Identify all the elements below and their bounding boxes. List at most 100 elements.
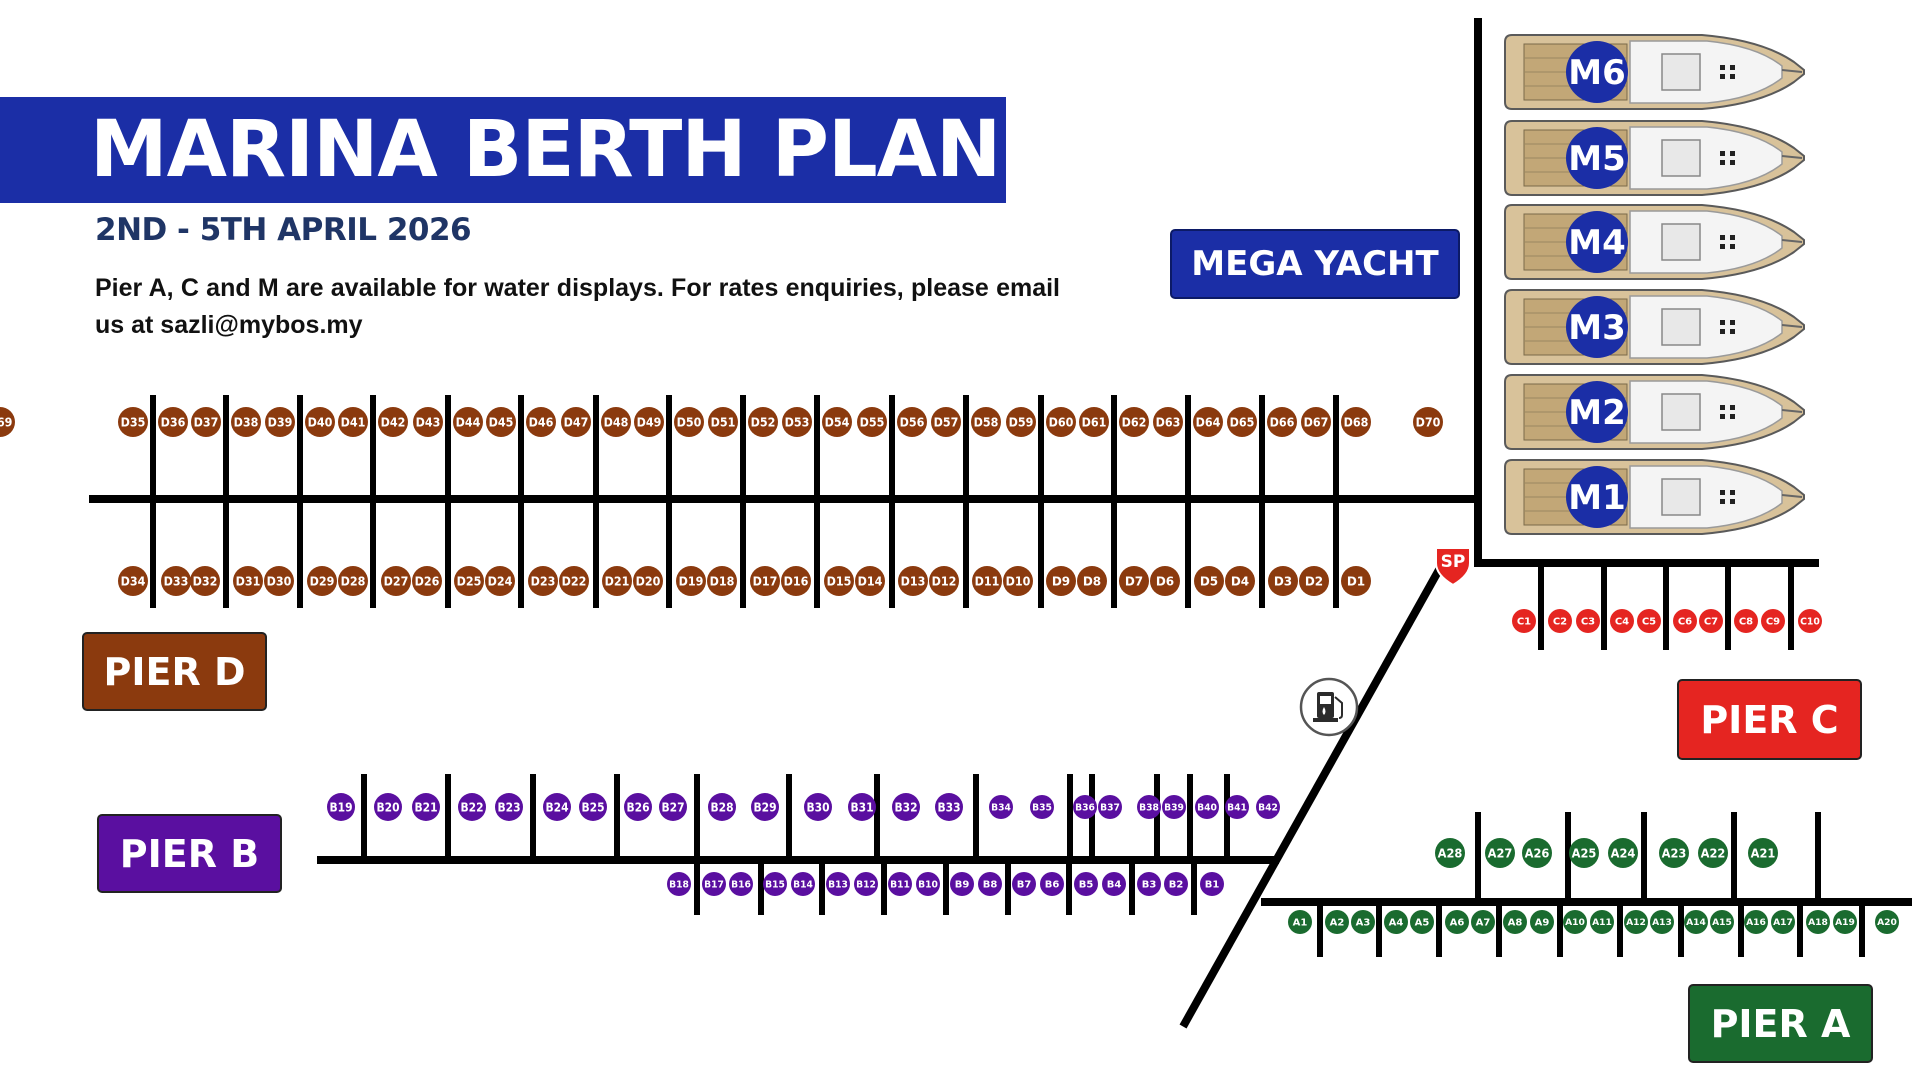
berth-b20[interactable]: B20 bbox=[374, 793, 402, 821]
berth-b41[interactable]: B41 bbox=[1225, 795, 1249, 819]
berth-d67[interactable]: D67 bbox=[1301, 407, 1331, 437]
pier-b-label[interactable]: PIER B bbox=[97, 814, 282, 893]
berth-b31[interactable]: B31 bbox=[848, 793, 876, 821]
berth-b9[interactable]: B9 bbox=[950, 872, 974, 896]
berth-d1[interactable]: D1 bbox=[1341, 566, 1371, 596]
berth-d70[interactable]: D70 bbox=[1413, 407, 1443, 437]
berth-a2[interactable]: A2 bbox=[1325, 910, 1349, 934]
berth-d25[interactable]: D25 bbox=[454, 566, 484, 596]
berth-b33[interactable]: B33 bbox=[935, 793, 963, 821]
berth-b3[interactable]: B3 bbox=[1137, 872, 1161, 896]
berth-d15[interactable]: D15 bbox=[824, 566, 854, 596]
berth-d63[interactable]: D63 bbox=[1153, 407, 1183, 437]
berth-d35[interactable]: D35 bbox=[118, 407, 148, 437]
berth-b12[interactable]: B12 bbox=[854, 872, 878, 896]
berth-b18[interactable]: B18 bbox=[667, 872, 691, 896]
berth-d42[interactable]: D42 bbox=[378, 407, 408, 437]
berth-d61[interactable]: D61 bbox=[1079, 407, 1109, 437]
berth-d11[interactable]: D11 bbox=[972, 566, 1002, 596]
berth-d34[interactable]: D34 bbox=[118, 566, 148, 596]
berth-d41[interactable]: D41 bbox=[338, 407, 368, 437]
mega-yacht-berth-m4[interactable]: M4 bbox=[1504, 204, 1805, 280]
berth-b1[interactable]: B1 bbox=[1200, 872, 1224, 896]
berth-c9[interactable]: C9 bbox=[1761, 609, 1785, 633]
berth-d59[interactable]: D59 bbox=[1006, 407, 1036, 437]
berth-b4[interactable]: B4 bbox=[1102, 872, 1126, 896]
berth-a16[interactable]: A16 bbox=[1744, 910, 1768, 934]
berth-a1[interactable]: A1 bbox=[1288, 910, 1312, 934]
berth-b16[interactable]: B16 bbox=[729, 872, 753, 896]
berth-d68[interactable]: D68 bbox=[1341, 407, 1371, 437]
mega-yacht-berth-m3[interactable]: M3 bbox=[1504, 289, 1805, 365]
berth-d60[interactable]: D60 bbox=[1046, 407, 1076, 437]
berth-d33[interactable]: D33 bbox=[161, 566, 191, 596]
berth-d14[interactable]: D14 bbox=[855, 566, 885, 596]
berth-d39[interactable]: D39 bbox=[265, 407, 295, 437]
berth-c7[interactable]: C7 bbox=[1699, 609, 1723, 633]
berth-a13[interactable]: A13 bbox=[1650, 910, 1674, 934]
berth-d58[interactable]: D58 bbox=[971, 407, 1001, 437]
berth-a12[interactable]: A12 bbox=[1624, 910, 1648, 934]
berth-d7[interactable]: D7 bbox=[1119, 566, 1149, 596]
berth-d3[interactable]: D3 bbox=[1268, 566, 1298, 596]
berth-d24[interactable]: D24 bbox=[485, 566, 515, 596]
berth-a5[interactable]: A5 bbox=[1410, 910, 1434, 934]
mega-yacht-berth-m1[interactable]: M1 bbox=[1504, 459, 1805, 535]
berth-a20[interactable]: A20 bbox=[1875, 910, 1899, 934]
mega-yacht-label[interactable]: MEGA YACHT bbox=[1170, 229, 1460, 299]
berth-c8[interactable]: C8 bbox=[1734, 609, 1758, 633]
berth-d26[interactable]: D26 bbox=[412, 566, 442, 596]
berth-b34[interactable]: B34 bbox=[989, 795, 1013, 819]
berth-b37[interactable]: B37 bbox=[1098, 795, 1122, 819]
berth-b8[interactable]: B8 bbox=[978, 872, 1002, 896]
berth-b21[interactable]: B21 bbox=[412, 793, 440, 821]
berth-b14[interactable]: B14 bbox=[791, 872, 815, 896]
berth-a7[interactable]: A7 bbox=[1471, 910, 1495, 934]
berth-b7[interactable]: B7 bbox=[1012, 872, 1036, 896]
berth-a21[interactable]: A21 bbox=[1748, 838, 1778, 868]
berth-d57[interactable]: D57 bbox=[931, 407, 961, 437]
berth-a22[interactable]: A22 bbox=[1698, 838, 1728, 868]
berth-d47[interactable]: D47 bbox=[561, 407, 591, 437]
berth-a25[interactable]: A25 bbox=[1569, 838, 1599, 868]
berth-b26[interactable]: B26 bbox=[624, 793, 652, 821]
berth-b42[interactable]: B42 bbox=[1256, 795, 1280, 819]
berth-a3[interactable]: A3 bbox=[1351, 910, 1375, 934]
berth-d51[interactable]: D51 bbox=[708, 407, 738, 437]
berth-d5[interactable]: D5 bbox=[1194, 566, 1224, 596]
berth-c3[interactable]: C3 bbox=[1576, 609, 1600, 633]
berth-b5[interactable]: B5 bbox=[1074, 872, 1098, 896]
berth-b35[interactable]: B35 bbox=[1030, 795, 1054, 819]
berth-c1[interactable]: C1 bbox=[1512, 609, 1536, 633]
berth-d6[interactable]: D6 bbox=[1150, 566, 1180, 596]
berth-d50[interactable]: D50 bbox=[674, 407, 704, 437]
mega-yacht-berth-m2[interactable]: M2 bbox=[1504, 374, 1805, 450]
berth-d16[interactable]: D16 bbox=[781, 566, 811, 596]
berth-b2[interactable]: B2 bbox=[1164, 872, 1188, 896]
berth-d4[interactable]: D4 bbox=[1225, 566, 1255, 596]
berth-b11[interactable]: B11 bbox=[888, 872, 912, 896]
berth-d45[interactable]: D45 bbox=[486, 407, 516, 437]
berth-b29[interactable]: B29 bbox=[751, 793, 779, 821]
berth-a17[interactable]: A17 bbox=[1771, 910, 1795, 934]
berth-d65[interactable]: D65 bbox=[1227, 407, 1257, 437]
berth-c10[interactable]: C10 bbox=[1798, 609, 1822, 633]
berth-d22[interactable]: D22 bbox=[559, 566, 589, 596]
berth-d28[interactable]: D28 bbox=[338, 566, 368, 596]
berth-d55[interactable]: D55 bbox=[857, 407, 887, 437]
berth-a28[interactable]: A28 bbox=[1435, 838, 1465, 868]
berth-b13[interactable]: B13 bbox=[826, 872, 850, 896]
berth-d13[interactable]: D13 bbox=[898, 566, 928, 596]
pier-a-label[interactable]: PIER A bbox=[1688, 984, 1873, 1063]
berth-c2[interactable]: C2 bbox=[1548, 609, 1572, 633]
berth-d53[interactable]: D53 bbox=[782, 407, 812, 437]
berth-d56[interactable]: D56 bbox=[897, 407, 927, 437]
berth-a6[interactable]: A6 bbox=[1445, 910, 1469, 934]
berth-a23[interactable]: A23 bbox=[1659, 838, 1689, 868]
berth-d21[interactable]: D21 bbox=[602, 566, 632, 596]
berth-a10[interactable]: A10 bbox=[1563, 910, 1587, 934]
service-point-marker[interactable]: SP bbox=[1435, 547, 1471, 587]
berth-d43[interactable]: D43 bbox=[413, 407, 443, 437]
berth-d12[interactable]: D12 bbox=[929, 566, 959, 596]
berth-b40[interactable]: B40 bbox=[1195, 795, 1219, 819]
